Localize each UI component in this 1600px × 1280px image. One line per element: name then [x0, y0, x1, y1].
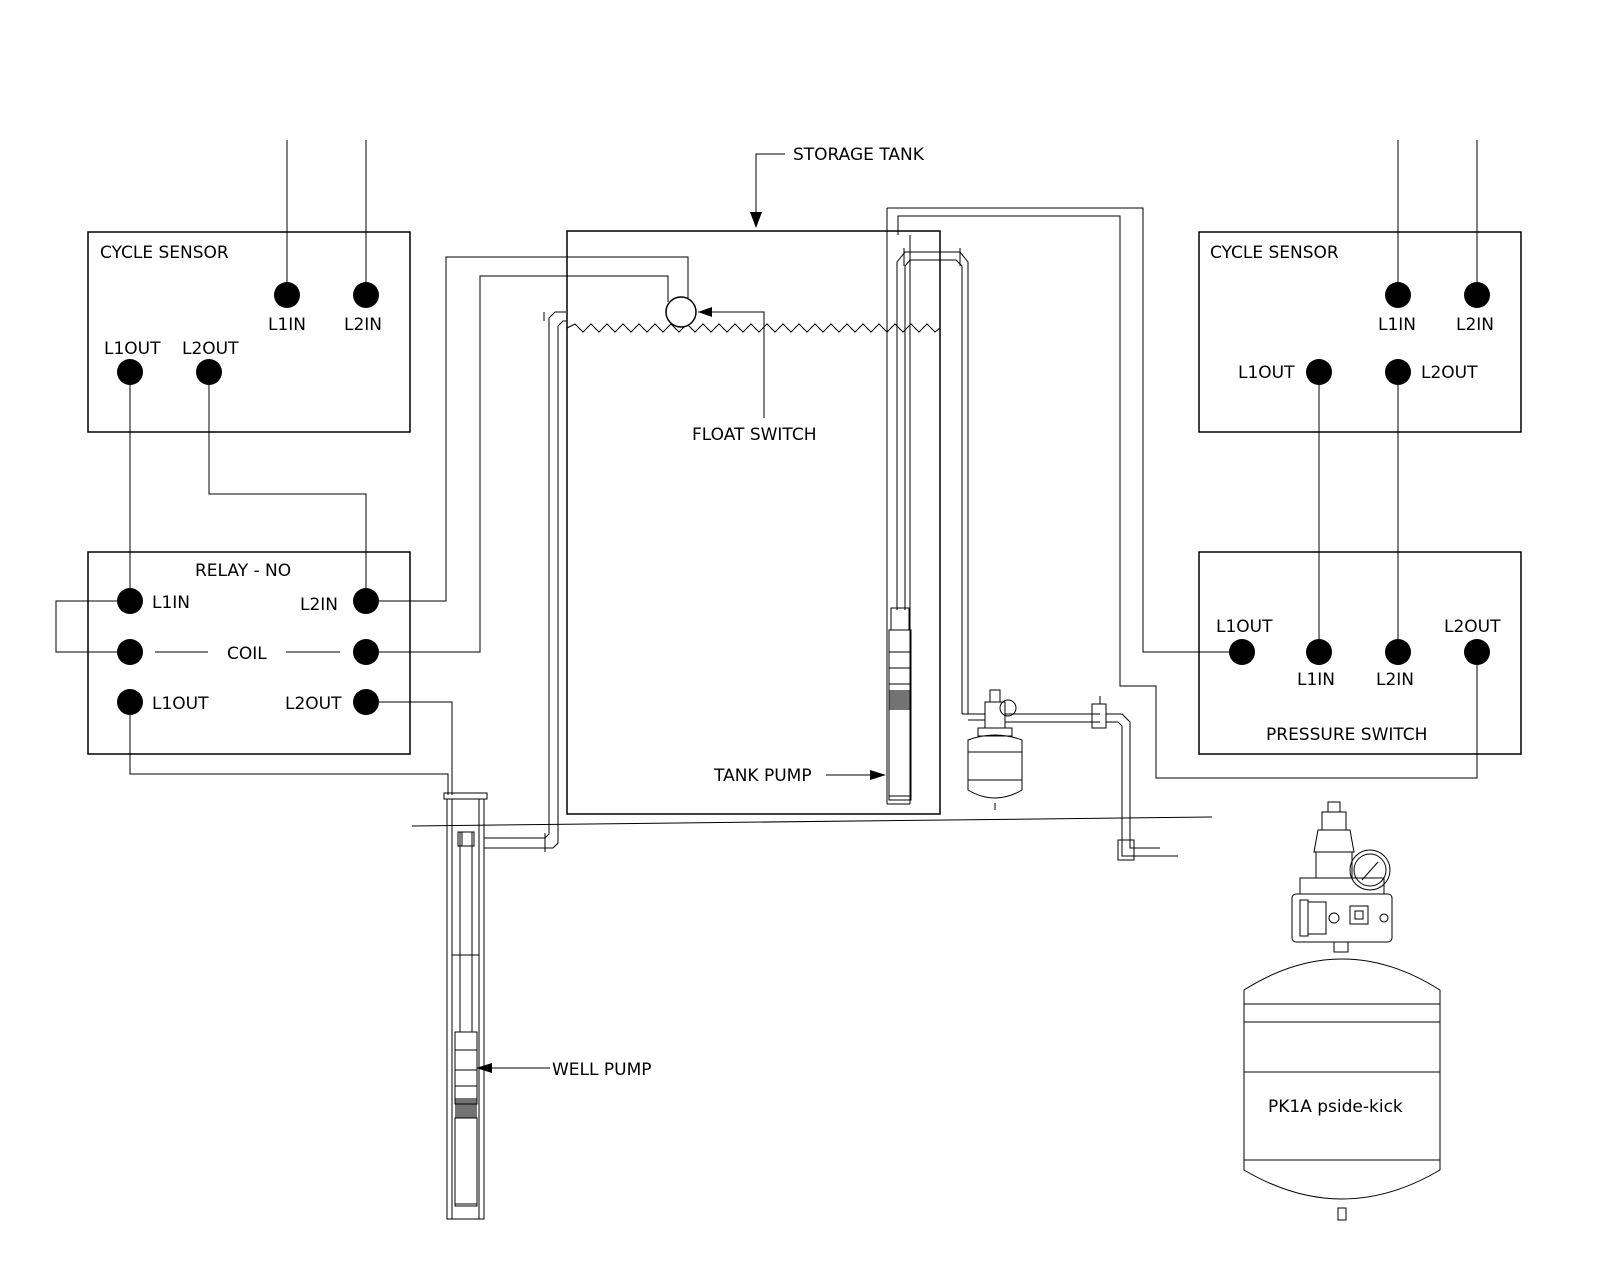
well-casing [446, 798, 485, 1220]
relay-coil-right-terminal [353, 639, 379, 665]
pressure-switch-l1out-terminal [1229, 639, 1255, 665]
relay-l1out-label: L1OUT [152, 694, 209, 714]
relay-coil-label: COIL [227, 644, 267, 664]
pressure-switch-l2out-label: L2OUT [1444, 617, 1501, 637]
tank-pump-body [888, 629, 912, 801]
storage-tank-label: STORAGE TANK [793, 145, 925, 165]
well: WELL PUMP [443, 311, 652, 1220]
relay-l2out-label: L2OUT [285, 694, 342, 714]
left-cycle-sensor-title: CYCLE SENSOR [100, 243, 229, 263]
left-sensor-l2out-terminal [196, 359, 222, 385]
relay-coil-left-terminal [117, 639, 143, 665]
pressure-switch: L1OUT L1IN L2IN L2OUT PRESSURE SWITCH [1198, 551, 1522, 755]
left-cycle-sensor-box [87, 231, 411, 433]
right-wiring [887, 207, 1478, 779]
storage-tank-outline [566, 230, 941, 815]
left-sensor-l2in-terminal [353, 282, 379, 308]
pressure-switch-l2in-terminal [1385, 639, 1411, 665]
relay-l1in-label: L1IN [152, 593, 190, 613]
relay-box [87, 551, 411, 755]
relay-l2out-terminal [353, 689, 379, 715]
left-sensor-l1in-label: L1IN [268, 315, 306, 335]
pk1a-pside-kick: PK1A pside-kick [1243, 801, 1441, 1221]
right-cycle-sensor-box [1198, 231, 1522, 433]
left-cycle-sensor: CYCLE SENSOR L1IN L2IN L1OUT L2OUT [87, 140, 411, 433]
left-sensor-l1out-label: L1OUT [104, 339, 161, 359]
tank-pump-label: TANK PUMP [713, 766, 812, 786]
pressure-switch-title: PRESSURE SWITCH [1266, 725, 1427, 745]
float-switch-label: FLOAT SWITCH [692, 425, 816, 445]
pressure-switch-l1in-label: L1IN [1297, 670, 1335, 690]
well-pump-label: WELL PUMP [552, 1060, 652, 1080]
relay-l1in-terminal [117, 588, 143, 614]
well-pump [454, 1031, 478, 1207]
right-cycle-sensor: CYCLE SENSOR L1IN L2IN L1OUT L2OUT [1198, 140, 1522, 433]
right-sensor-l1in-label: L1IN [1378, 315, 1416, 335]
right-sensor-l1in-terminal [1385, 282, 1411, 308]
relay-l2in-terminal [353, 588, 379, 614]
pressure-switch-l2in-label: L2IN [1376, 670, 1414, 690]
pressure-switch-l2out-terminal [1464, 639, 1490, 665]
relay: RELAY - NO L1IN L2IN COIL L1OUT L2OUT [87, 551, 411, 755]
pressure-switch-box [1198, 551, 1522, 755]
small-pressure-tank [962, 689, 1178, 861]
relay-l2in-label: L2IN [300, 595, 338, 615]
ground-line [411, 816, 1213, 827]
storage-tank: STORAGE TANK FLOAT SWITCH [566, 145, 941, 815]
relay-l1out-terminal [117, 689, 143, 715]
right-sensor-l2out-label: L2OUT [1421, 363, 1478, 383]
left-wiring [55, 256, 689, 795]
pressure-switch-l1out-label: L1OUT [1216, 617, 1273, 637]
left-sensor-l1in-terminal [274, 282, 300, 308]
water-surface [566, 323, 941, 333]
right-cycle-sensor-title: CYCLE SENSOR [1210, 243, 1339, 263]
right-sensor-l1out-label: L1OUT [1238, 363, 1295, 383]
pressure-switch-l1in-terminal [1306, 639, 1332, 665]
pk1a-tank-body [1243, 958, 1441, 1200]
relay-title: RELAY - NO [195, 561, 291, 581]
tank-pump-assembly: TANK PUMP [713, 208, 969, 805]
float-switch-ball [665, 296, 697, 328]
left-sensor-l2out-label: L2OUT [182, 339, 239, 359]
right-sensor-l1out-terminal [1306, 359, 1332, 385]
pk1a-label: PK1A pside-kick [1268, 1097, 1403, 1117]
right-sensor-l2out-terminal [1385, 359, 1411, 385]
right-sensor-l2in-terminal [1464, 282, 1490, 308]
left-sensor-l1out-terminal [117, 359, 143, 385]
right-sensor-l2in-label: L2IN [1456, 315, 1494, 335]
left-sensor-l2in-label: L2IN [344, 315, 382, 335]
